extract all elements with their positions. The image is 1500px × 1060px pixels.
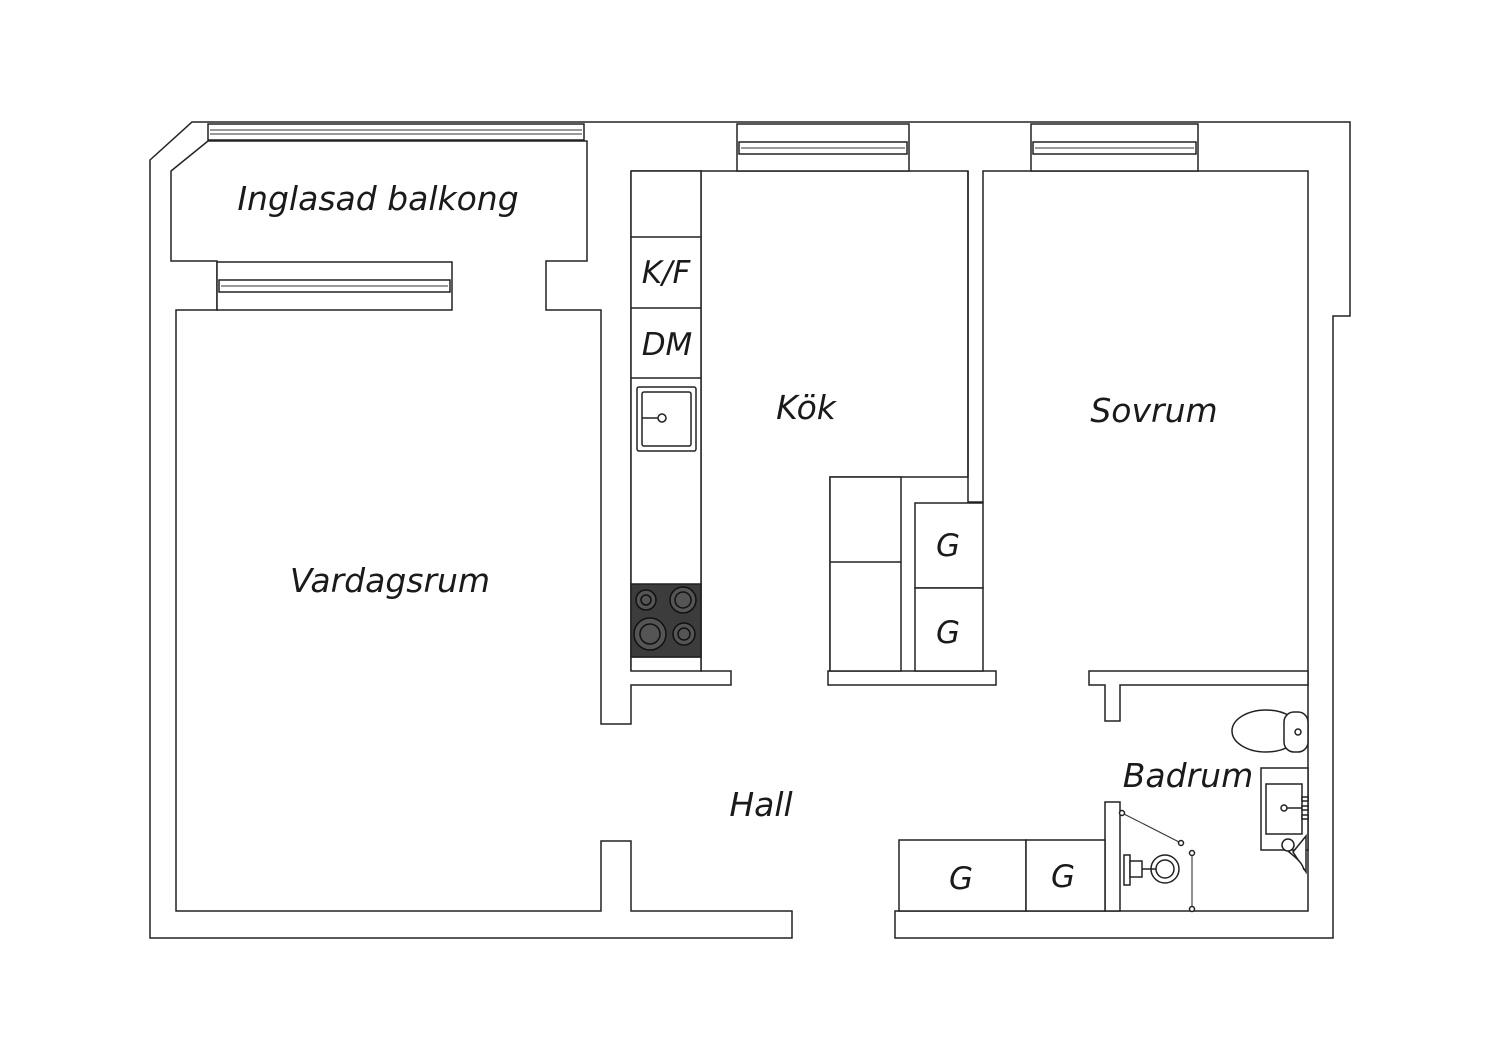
dishwasher-label: DM: [642, 327, 693, 363]
tap-icon: [1281, 833, 1307, 875]
window-living-room: [216, 261, 453, 311]
hall-label: Hall: [729, 785, 792, 824]
window-bedroom: [1030, 123, 1199, 172]
kitchen-cabinet: [829, 476, 902, 672]
outer-walls: [149, 121, 1351, 939]
wardrobe-bedroom-bottom: [914, 587, 984, 672]
stove-icon: [630, 583, 702, 658]
window-balcony-top: [207, 123, 585, 141]
wardrobe-label: G: [936, 615, 960, 651]
wardrobe-hall-left: [898, 839, 1027, 912]
washbasin-icon: [1260, 767, 1309, 851]
wardrobe-label: G: [1051, 859, 1075, 895]
kitchen-sink-icon: [636, 386, 697, 452]
window-kitchen: [736, 123, 910, 172]
living-room-label: Vardagsrum: [290, 561, 490, 600]
bathroom-wall: [1104, 801, 1121, 912]
wardrobe-label: G: [936, 528, 960, 564]
balcony-label: Inglasad balkong: [237, 179, 518, 218]
kitchen-wall-stub: [827, 670, 997, 686]
wardrobe-label: G: [949, 861, 973, 897]
kitchen-label: Kök: [776, 388, 838, 427]
wardrobe-hall-right: [1025, 839, 1106, 912]
shower-icon: [1118, 809, 1196, 913]
toilet-icon: [1231, 709, 1309, 753]
bedroom-wall: [1088, 670, 1309, 722]
wardrobe-bedroom-top: [914, 502, 984, 589]
fridge-freezer-label: K/F: [642, 255, 692, 291]
bedroom-label: Sovrum: [1090, 391, 1217, 430]
bathroom-label: Badrum: [1123, 756, 1253, 795]
